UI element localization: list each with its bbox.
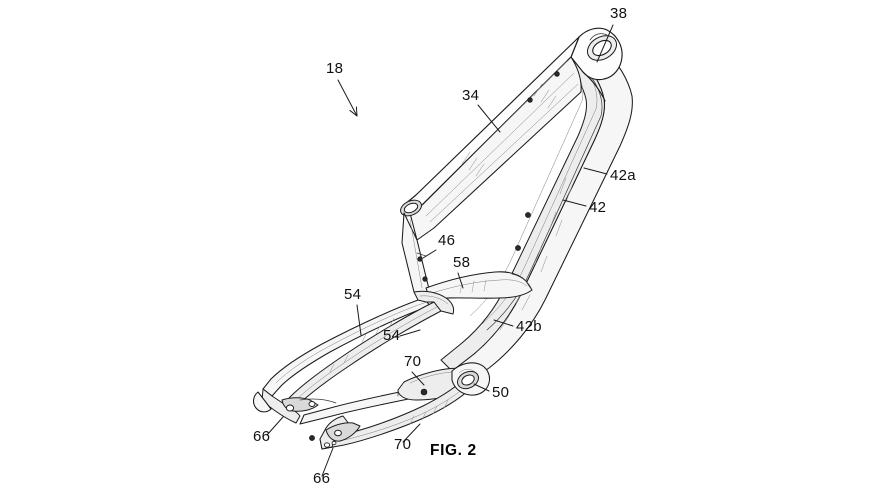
callout-bottom-bracket-50: 50 [473, 383, 509, 401]
yoke-junction-group [413, 290, 455, 315]
callout-head-tube-38: 38 [596, 5, 627, 63]
top-tube-crease-b [425, 72, 575, 217]
yoke-crease [419, 295, 449, 305]
leader-line-top-tube-34 [477, 104, 501, 133]
callout-down-tube-42: 42 [562, 199, 606, 216]
reference-numeral-head-tube-38: 38 [610, 5, 627, 22]
leader-arrowhead-assembly-18 [349, 106, 358, 117]
reference-numeral-down-tube-42b: 42b [516, 318, 542, 335]
reference-numeral-dropout-66-right: 66 [313, 470, 330, 487]
top-tube-crease-c [429, 83, 579, 223]
seat-stay-near-crease [294, 306, 438, 402]
seat-clamp-bolt-upper [417, 256, 423, 262]
leader-line-dropout-66-right [321, 447, 334, 477]
leader-line-down-tube-42 [562, 199, 587, 207]
reference-numeral-assembly-18: 18 [326, 60, 343, 77]
top-tube-group [403, 36, 582, 241]
top-tube-port-rear [527, 97, 533, 103]
callout-cross-member-58: 58 [453, 254, 470, 289]
leader-line-seat-stay-54-right [399, 329, 421, 337]
reference-numeral-chain-stay-70-lower: 70 [394, 436, 411, 453]
down-tube-shading-hatch [499, 177, 573, 331]
head-tube-group [570, 27, 623, 102]
leader-line-down-tube-42b [493, 319, 514, 327]
callout-assembly-18: 18 [326, 60, 358, 117]
dropout-far-axle-hole [285, 404, 295, 412]
top-tube-shading-hatch [461, 83, 557, 177]
down-tube-port-lower [515, 245, 521, 251]
bb-shell-bore [461, 374, 475, 386]
dropout-near-axle-hole [334, 429, 342, 437]
reference-numeral-bottom-bracket-50: 50 [492, 384, 509, 401]
callout-down-tube-42b: 42b [493, 318, 542, 335]
reference-numeral-top-tube-34: 34 [462, 87, 479, 104]
figure-caption: FIG. 2 [430, 442, 477, 459]
reference-numeral-chain-stay-70-upper: 70 [404, 353, 421, 370]
dropout-far-arm [299, 398, 337, 404]
head-tube-bore [592, 39, 612, 57]
down-tube-inner-face [440, 57, 605, 372]
leader-line-seat-tube-46 [422, 249, 437, 259]
leader-line-seat-stay-54-left [356, 304, 362, 336]
chain-stay-pivot-bolt-near-2 [309, 435, 315, 441]
leader-line-chain-stay-70-upper [411, 371, 425, 386]
callout-down-tube-42a: 42a [583, 167, 636, 184]
head-tube-rim-shade [589, 33, 608, 41]
leader-line-bottom-bracket-50 [473, 383, 490, 392]
cross-member-crease [431, 279, 528, 294]
top-tube-port-front [554, 71, 560, 77]
chain-stay-pivot-bolt-far [420, 388, 428, 396]
seat-tube-bore [403, 202, 419, 214]
callout-seat-tube-46: 46 [422, 232, 455, 259]
callout-chain-stay-70-upper: 70 [404, 353, 425, 386]
seat-tube-crease [409, 218, 423, 289]
head-tube-gusset [582, 71, 606, 102]
callout-seat-stay-54-right: 54 [383, 327, 421, 344]
reference-numeral-dropout-66-left: 66 [253, 428, 270, 445]
reference-numeral-seat-stay-54-left: 54 [344, 286, 361, 303]
callout-seat-stay-54-left: 54 [344, 286, 362, 336]
leader-line-head-tube-38 [596, 24, 614, 63]
dropout-far-pivot-hole [308, 401, 316, 407]
yoke-body [413, 290, 455, 315]
callout-dropout-66-left: 66 [253, 416, 284, 445]
bb-shell-highlight [458, 369, 475, 374]
dropout-far-tab [253, 391, 272, 413]
leader-line-assembly-18 [337, 79, 358, 117]
reference-numeral-seat-stay-54-right: 54 [383, 327, 400, 344]
reference-numeral-cross-member-58: 58 [453, 254, 470, 271]
reference-numeral-down-tube-42: 42 [589, 199, 606, 216]
reference-numeral-seat-tube-46: 46 [438, 232, 455, 249]
dropout-near-plate [325, 422, 361, 442]
seat-clamp-bolt-lower [422, 276, 428, 282]
seat-stay-shade [329, 317, 395, 373]
leader-line-cross-member-58 [457, 272, 464, 289]
seat-tube-clamp-upper [416, 252, 427, 257]
callout-chain-stay-70-lower: 70 [394, 423, 421, 453]
dropout-group [253, 388, 361, 450]
chain-stay-shade [409, 399, 449, 425]
down-tube-port-upper [525, 212, 531, 218]
top-tube-crease-a [419, 60, 568, 209]
reference-numeral-down-tube-42a: 42a [610, 167, 636, 184]
dropout-near-accessory-hole [323, 442, 331, 448]
cross-member-group [425, 271, 533, 301]
leader-line-down-tube-42a [583, 167, 608, 175]
leader-line-chain-stay-70-lower [402, 423, 421, 443]
cross-member-rear-joint [511, 273, 533, 291]
callout-top-tube-34: 34 [462, 87, 501, 133]
dropout-near-accessory-hole-2 [331, 440, 337, 446]
callout-dropout-66-right: 66 [313, 447, 334, 487]
leader-line-dropout-66-left [266, 416, 284, 436]
seat-stay-far-crease [275, 301, 428, 384]
